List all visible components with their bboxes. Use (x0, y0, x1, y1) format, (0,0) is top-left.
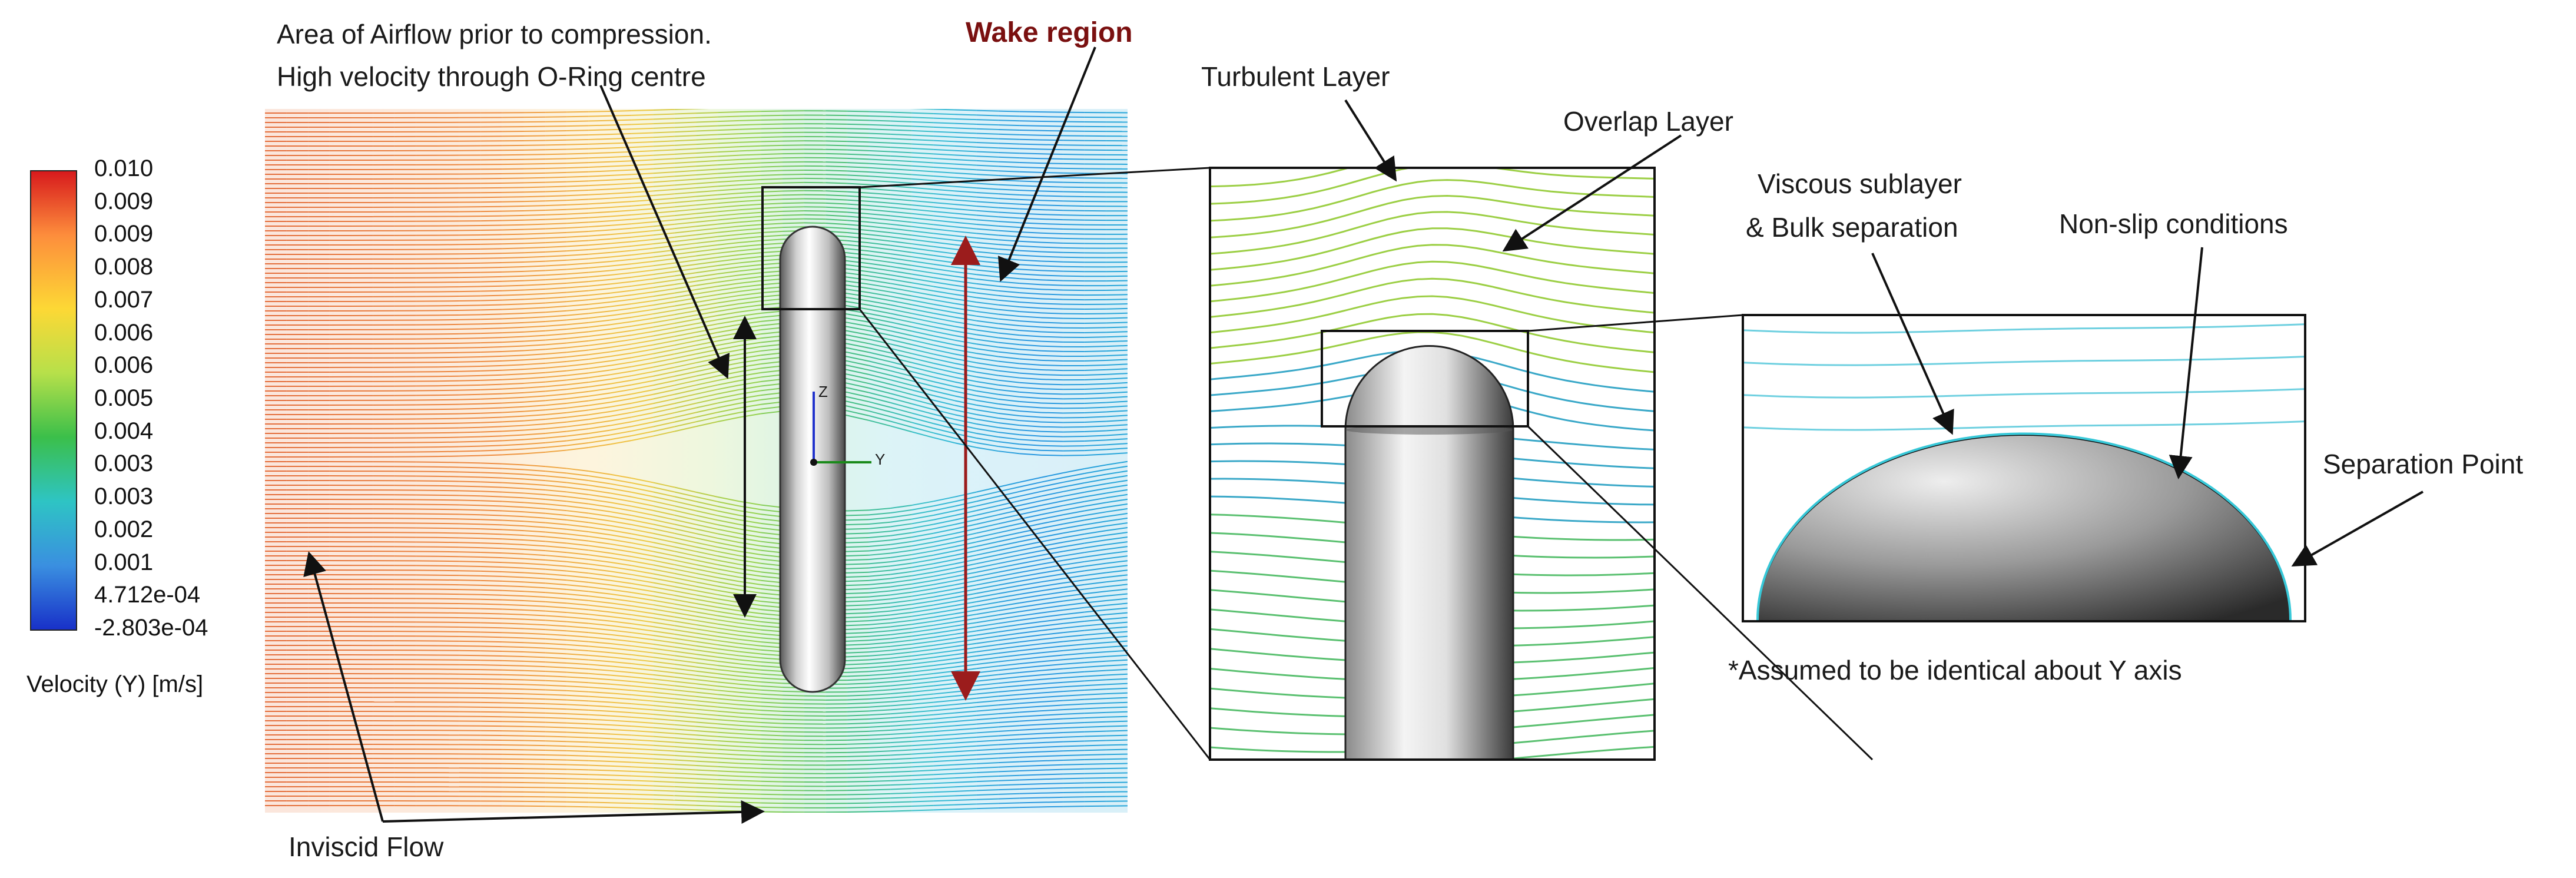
colorbar-tick-label: 0.006 (94, 352, 154, 379)
colorbar-tick-label: 0.008 (94, 254, 154, 280)
colorbar-gradient (30, 170, 77, 631)
inviscid-pointer-left (303, 551, 384, 822)
airflow-label-line1: Area of Airflow prior to compression. (277, 19, 712, 49)
zoom-connector-bottom (858, 309, 1211, 760)
non-slip-label: Non-slip conditions (2059, 208, 2288, 239)
axis-triad (810, 392, 871, 466)
turbulent-layer-label: Turbulent Layer (1201, 61, 1390, 92)
annotation-arrows (303, 47, 2424, 824)
viscous-label-line1: Viscous sublayer (1758, 168, 1962, 199)
colorbar-tick-label: 0.002 (94, 516, 154, 542)
zoom2-connector-top (1527, 314, 1743, 332)
colorbar-tick-label: 0.009 (94, 188, 154, 214)
zoom-panel-2 (1742, 314, 2306, 622)
wake-region-label: Wake region (966, 17, 1133, 48)
colorbar-tick-label: -2.803e-04 (94, 615, 208, 641)
zoom-panel-1 (1209, 167, 1656, 761)
colorbar-tick-label: 0.006 (94, 319, 154, 346)
inviscid-pointer-right (382, 800, 765, 824)
viscous-pointer (1871, 253, 1954, 435)
focus-box-main (761, 186, 861, 310)
main-streamlines (265, 109, 1128, 813)
colorbar-tick-label: 0.007 (94, 286, 154, 313)
axis-z-label: Z (818, 383, 828, 400)
colorbar-tick-label: 0.003 (94, 450, 154, 477)
separation-point-label: Separation Point (2323, 449, 2524, 479)
airflow-label-line2: High velocity through O-Ring centre (277, 61, 706, 92)
colorbar-tick-label: 0.010 (94, 155, 154, 181)
viscous-label-line2: & Bulk separation (1746, 212, 1958, 243)
overlap-layer-label: Overlap Layer (1563, 106, 1733, 137)
overlap-pointer (1502, 134, 1682, 252)
focus-box-zoom1 (1321, 330, 1529, 428)
axis-y-label: Y (875, 450, 886, 468)
wake-pointer (997, 47, 1096, 282)
colorbar-title: Velocity (Y) [m/s] (26, 671, 204, 697)
turbulent-pointer (1344, 99, 1397, 182)
separation-pointer (2291, 491, 2424, 566)
colorbar-tick-label: 4.712e-04 (94, 582, 201, 608)
airflow-pointer (599, 85, 730, 379)
assumed-note: *Assumed to be identical about Y axis (1728, 655, 2182, 685)
main-flow-field (265, 109, 1128, 813)
zoom1-rod (1344, 345, 1514, 761)
zoom2-connector-bottom (1527, 425, 1874, 761)
zoom1-streamlines (1210, 168, 1655, 760)
colorbar-tick-label: 0.005 (94, 385, 154, 411)
colorbar-tick-label: 0.001 (94, 549, 154, 575)
colorbar-tick-label: 0.003 (94, 483, 154, 510)
zoom2-streamlines (1743, 323, 2305, 431)
colorbar-tick-label: 0.009 (94, 221, 154, 247)
colorbar-tick-label: 0.004 (94, 418, 154, 444)
inviscid-flow-label: Inviscid Flow (289, 831, 444, 862)
zoom-connector-top (859, 167, 1211, 188)
non-slip-pointer (2169, 247, 2203, 479)
